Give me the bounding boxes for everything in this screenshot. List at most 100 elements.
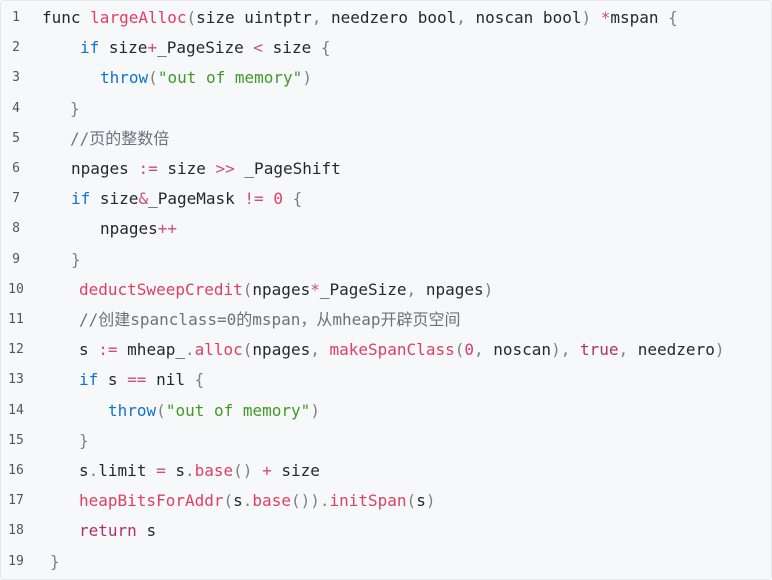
code-token: . (184, 461, 195, 480)
code-token: ) (310, 400, 320, 420)
code-token: ) (714, 340, 725, 360)
code-token: noscan bool (475, 8, 582, 27)
code-line: 15} (1, 426, 771, 456)
code-token: s (107, 370, 128, 390)
code-text: } (71, 245, 81, 275)
code-token: { (194, 370, 205, 390)
code-token: * (600, 8, 611, 27)
code-text: s.limit = s.base() + size (79, 456, 320, 486)
code-token: () (233, 461, 263, 480)
code-token: ( (242, 340, 253, 360)
code-line: 19} (1, 547, 771, 577)
code-token: == (127, 370, 157, 390)
code-text: } (79, 426, 89, 456)
line-number: 6 (12, 161, 20, 176)
code-token: != (244, 189, 274, 209)
code-token: _PageShift (244, 159, 341, 178)
code-token: . (242, 491, 253, 511)
code-token: size (281, 461, 320, 480)
code-token: * (310, 279, 320, 299)
code-token: ( (454, 340, 465, 360)
code-token: _PageSize (157, 38, 254, 58)
code-line: 5 //页的整数倍 (1, 124, 771, 154)
line-number: 9 (12, 251, 20, 267)
code-text: heapBitsForAddr(s.base()).initSpan(s) (79, 486, 435, 516)
code-token: } (71, 249, 81, 269)
code-token: size (99, 189, 139, 209)
line-number: 8 (12, 221, 20, 237)
code-token: size (108, 38, 148, 58)
code-token: 0 (273, 189, 293, 209)
code-token: size (167, 159, 216, 178)
code-text: if s == nil { (79, 365, 204, 395)
code-token: = (156, 461, 176, 480)
code-token: //创建spanclass=0的mspan，从mheap开辟页空间 (79, 310, 461, 329)
line-number: 11 (8, 312, 24, 327)
code-text: //页的整数倍 (70, 124, 169, 154)
code-line: 9} (1, 245, 771, 275)
code-token: , (406, 279, 426, 299)
code-text: npages++ (100, 214, 177, 244)
code-token: ( (148, 68, 158, 88)
code-token: throw (108, 400, 157, 420)
code-token: s (175, 461, 185, 480)
code-token: npages (252, 279, 311, 299)
code-token: } (79, 430, 89, 450)
line-number: 19 (8, 553, 24, 569)
code-text: if size+_PageSize < size { (80, 33, 330, 63)
line-number: 18 (8, 523, 24, 539)
code-token: return (79, 521, 147, 541)
code-token: s (79, 461, 89, 480)
code-token: ) (425, 491, 436, 511)
code-token: s (146, 521, 157, 541)
code-token: ()). (290, 491, 330, 511)
line-number: 12 (8, 342, 24, 358)
code-token: := (138, 159, 168, 178)
code-token: >> (215, 159, 245, 178)
code-token: s (416, 491, 426, 511)
code-token: ++ (157, 219, 178, 239)
code-token: , (618, 340, 638, 360)
line-number: 1 (12, 10, 20, 25)
code-token: deductSweepCredit (79, 279, 243, 299)
code-token: limit (98, 461, 157, 480)
code-text: return s (79, 516, 156, 546)
code-line: 1 func largeAlloc(size uintptr, needzero … (1, 3, 771, 33)
code-token: := (98, 340, 128, 360)
code-token: largeAlloc (90, 8, 187, 27)
code-text: npages := size >> _PageShift (71, 154, 341, 184)
code-token: makeSpanClass (329, 340, 455, 360)
code-token: size uintptr (196, 8, 312, 27)
line-number: 5 (12, 130, 20, 146)
code-token: if (79, 370, 108, 390)
code-token: mspan (610, 8, 669, 27)
code-text: if size&_PageMask != 0 { (71, 184, 302, 214)
code-token: if (80, 38, 109, 58)
line-number: 16 (8, 463, 24, 478)
code-token: . (88, 461, 99, 480)
code-text: throw("out of memory") (100, 63, 312, 93)
code-text: } (50, 547, 60, 577)
code-token: "out of memory" (157, 68, 303, 88)
code-line: 11 //创建spanclass=0的mspan，从mheap开辟页空间 (1, 305, 771, 335)
code-token: alloc (194, 340, 243, 360)
code-token: _PageSize (319, 279, 407, 299)
code-token: { (292, 189, 303, 209)
code-token: mheap_ (127, 340, 185, 360)
code-token: ), (551, 340, 580, 360)
code-text: } (70, 94, 80, 124)
code-token: initSpan (329, 491, 407, 511)
code-token: s (79, 340, 99, 360)
code-token: nil (156, 370, 195, 390)
code-token: func (42, 8, 91, 27)
line-number: 10 (8, 281, 24, 297)
code-text: func largeAlloc(size uintptr, needzero b… (42, 3, 678, 33)
code-token: "out of memory" (165, 400, 311, 420)
code-line: 16 s.limit = s.base() + size (1, 456, 771, 486)
